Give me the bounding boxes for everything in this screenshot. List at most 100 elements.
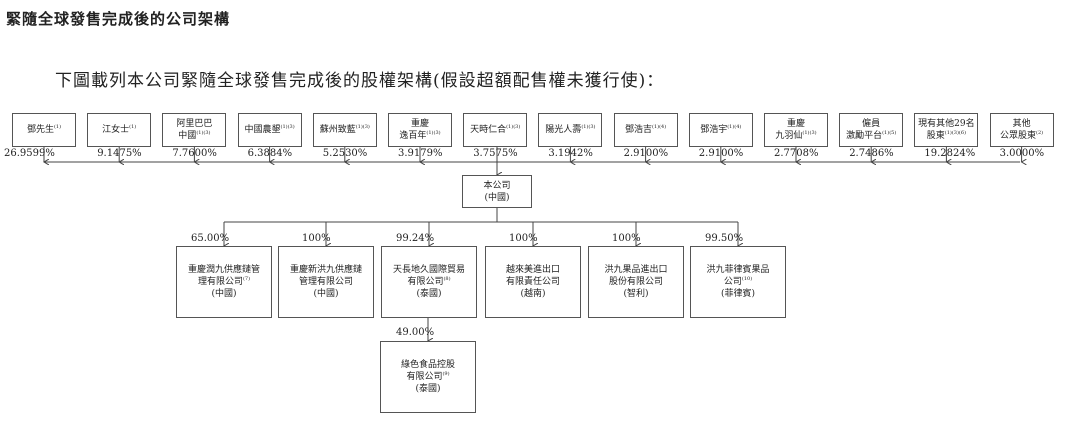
footnote-ref: (1)(3) — [802, 130, 817, 136]
footnote-ref: (1) — [53, 124, 62, 130]
entity-name-line: (菲律賓) — [720, 289, 756, 299]
entity-name-line: 天時仁合(1)(3) — [470, 124, 521, 135]
footnote-ref: (1) — [129, 124, 137, 130]
footnote-ref: (10) — [741, 276, 753, 282]
entity-name-line: 其他 — [1012, 119, 1031, 129]
entity-name-line: (智利) — [623, 289, 649, 299]
subsidiary-box: 洪九菲律賓果品公司(10) (菲律賓) — [690, 246, 786, 318]
subsidiary-box: 重慶新洪九供應鏈管理有限公司 (中國) — [278, 246, 374, 318]
entity-name-line: 公司(10) — [723, 276, 753, 287]
entity-name-line: (越南) — [520, 289, 546, 299]
entity-name-line: 逸百年(1)(3) — [399, 130, 441, 141]
shareholding-pct: 99.50% — [705, 233, 744, 244]
entity-name-line: 洪九菲律賓果品 — [706, 265, 770, 275]
entity-name-line: 現有其他29名 — [918, 119, 975, 129]
footnote-ref: (1)(3)(6) — [944, 130, 967, 136]
shareholder-box: 重慶九羽仙(1)(3) — [764, 113, 828, 147]
shareholder-box: 鄧浩宇(1)(4) — [688, 113, 753, 147]
subsidiary-box: 天長地久國際貿易有限公司(8)(泰國) — [381, 246, 477, 318]
subsidiary-box: 洪九果品進出口股份有限公司 (智利) — [588, 246, 684, 318]
shareholding-pct: 5.2530% — [322, 148, 368, 159]
intro-text: 下圖載列本公司緊隨全球發售完成後的股權架構(假設超額配售權未獲行使)： — [55, 71, 665, 91]
entity-name-line: 綠色食品控股 — [400, 360, 455, 370]
entity-name-line: 阿里巴巴 — [176, 119, 213, 129]
shareholder-box: 陽光人壽(1)(3) — [538, 113, 603, 147]
entity-name-line: 重慶 — [410, 119, 429, 129]
footnote-ref: (1)(3) — [196, 130, 211, 136]
entity-name-line: (中國) — [484, 192, 510, 203]
sub-subsidiary-box: 綠色食品控股有限公司(9) (泰國) — [380, 341, 476, 413]
shareholding-pct: 2.9100% — [698, 148, 744, 159]
footnote-ref: (1)(3) — [581, 124, 596, 130]
section-title: 緊隨全球發售完成後的公司架構 — [6, 10, 231, 28]
footnote-ref: (1)(3) — [355, 124, 370, 130]
entity-name-line: 重慶新洪九供應鏈 — [289, 265, 362, 275]
shareholding-pct: 2.9100% — [623, 148, 669, 159]
shareholding-pct: 100% — [302, 233, 331, 244]
entity-name-line: 僱員 — [862, 119, 881, 129]
shareholder-box: 蘇州致藍(1)(3) — [312, 113, 377, 147]
entity-name-line: 本公司 — [483, 180, 511, 191]
entity-name-line: 中國(1)(3) — [178, 130, 211, 141]
entity-name-line: 蘇州致藍(1)(3) — [319, 124, 370, 135]
entity-name-line: 管理有限公司 — [298, 277, 353, 287]
entity-name-line: 激勵平台(1)(5) — [846, 130, 897, 141]
subsidiary-box: 越來美進出口有限責任公司(越南) — [485, 246, 581, 318]
footnote-ref: (1)(5) — [882, 130, 897, 136]
shareholding-pct: 3.1942% — [548, 148, 593, 159]
shareholder-box: 僱員激勵平台(1)(5) — [839, 113, 904, 147]
shareholding-pct: 19.2824% — [924, 148, 976, 159]
shareholder-box: 天時仁合(1)(3) — [463, 113, 528, 147]
footnote-ref: (8) — [443, 276, 451, 282]
footnote-ref: (1)(3) — [506, 124, 521, 130]
entity-name-line: 陽光人壽(1)(3) — [545, 124, 596, 135]
entity-name-line: (泰國) — [416, 289, 442, 299]
entity-name-line: 重慶 — [786, 119, 805, 129]
entity-name-line: 鄧先生(1) — [26, 124, 62, 135]
entity-name-line: (泰國) — [415, 384, 441, 394]
entity-name-line: 有限責任公司 — [505, 277, 560, 287]
shareholding-pct: 7.7600% — [172, 148, 217, 159]
entity-name-line: 公眾股東(2) — [1000, 130, 1044, 141]
footnote-ref: (1)(3) — [280, 124, 295, 130]
shareholding-pct: 100% — [612, 233, 641, 244]
shareholding-pct: 100% — [509, 233, 538, 244]
shareholding-pct: 65.00% — [191, 233, 230, 244]
shareholder-box: 鄧浩吉(1)(4) — [613, 113, 678, 147]
shareholding-pct: 2.7486% — [849, 148, 894, 159]
shareholding-pct: 49.00% — [396, 327, 435, 338]
shareholding-pct: 26.9599% — [4, 148, 55, 159]
footnote-ref: (1)(4) — [652, 124, 667, 130]
entity-name-line: 有限公司(9) — [406, 371, 450, 382]
entity-name-line: 理有限公司(7) — [197, 276, 251, 287]
shareholder-box: 江女士(1) — [87, 113, 152, 147]
shareholder-box: 中國農墾(1)(3) — [237, 113, 302, 147]
footnote-ref: (1)(3) — [426, 130, 441, 136]
subsidiary-box: 重慶潤九供應鏈管理有限公司(7) (中國) — [176, 246, 272, 318]
entity-name-line: (中國) — [313, 289, 339, 299]
footnote-ref: (2) — [1036, 130, 1044, 136]
footnote-ref: (7) — [242, 276, 251, 282]
entity-name-line: 中國農墾(1)(3) — [244, 124, 295, 135]
shareholder-box: 其他公眾股東(2) — [989, 113, 1054, 147]
entity-name-line: 股份有限公司 — [608, 277, 663, 287]
entity-name-line: 鄧浩宇(1)(4) — [700, 124, 742, 135]
entity-name-line: 有限公司(8) — [407, 276, 451, 287]
shareholder-box: 重慶逸百年(1)(3) — [388, 113, 452, 147]
shareholding-pct: 9.1475% — [97, 148, 142, 159]
entity-name-line: 九羽仙(1)(3) — [775, 130, 817, 141]
shareholding-pct: 3.9179% — [398, 148, 443, 159]
shareholding-pct: 2.7708% — [774, 148, 819, 159]
shareholding-pct: 3.0000% — [999, 148, 1045, 159]
footnote-ref: (9) — [442, 371, 450, 377]
entity-name-line: (中國) — [211, 289, 237, 299]
shareholder-box: 阿里巴巴中國(1)(3) — [162, 113, 227, 147]
entity-name-line: 股東(1)(3)(6) — [926, 130, 967, 141]
shareholding-pct: 99.24% — [396, 233, 435, 244]
entity-name-line: 鄧浩吉(1)(4) — [625, 124, 667, 135]
entity-name-line: 洪九果品進出口 — [604, 265, 668, 275]
entity-name-line: 重慶潤九供應鏈管 — [187, 265, 260, 275]
shareholder-box: 鄧先生(1) — [12, 113, 76, 147]
company-box: 本公司(中國) — [462, 175, 532, 208]
